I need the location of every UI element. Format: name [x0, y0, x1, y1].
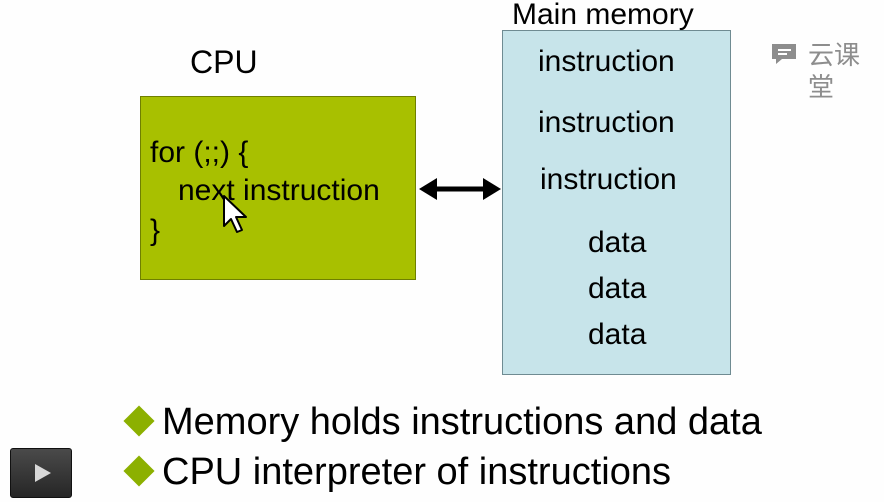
mouse-cursor-icon — [223, 195, 247, 233]
bullet-text: Memory holds instructions and data — [162, 401, 762, 443]
memory-item: instruction — [540, 163, 677, 196]
double-arrow-icon — [419, 178, 501, 200]
watermark: 云课堂 — [768, 38, 884, 103]
memory-item: data — [588, 272, 647, 305]
cpu-code-line: for (;;) { — [150, 136, 249, 169]
cpu-label: CPU — [190, 44, 258, 80]
cpu-code-line: } — [150, 214, 161, 247]
cpu-box — [140, 96, 416, 280]
chat-bubble-icon — [772, 44, 796, 64]
cpu-code-line: next instruction — [178, 174, 380, 207]
memory-label: Main memory — [512, 0, 694, 31]
diamond-bullet-icon — [123, 455, 155, 487]
play-icon — [35, 464, 51, 482]
memory-box — [502, 30, 731, 375]
diamond-bullet-icon — [123, 405, 155, 437]
bullet-text: CPU interpreter of instructions — [162, 451, 671, 493]
watermark-text: 云课堂 — [808, 41, 861, 103]
memory-item: instruction — [538, 106, 675, 139]
memory-item: data — [588, 318, 647, 351]
memory-item: data — [588, 226, 647, 259]
memory-item: instruction — [538, 45, 675, 78]
play-button[interactable] — [10, 448, 72, 498]
